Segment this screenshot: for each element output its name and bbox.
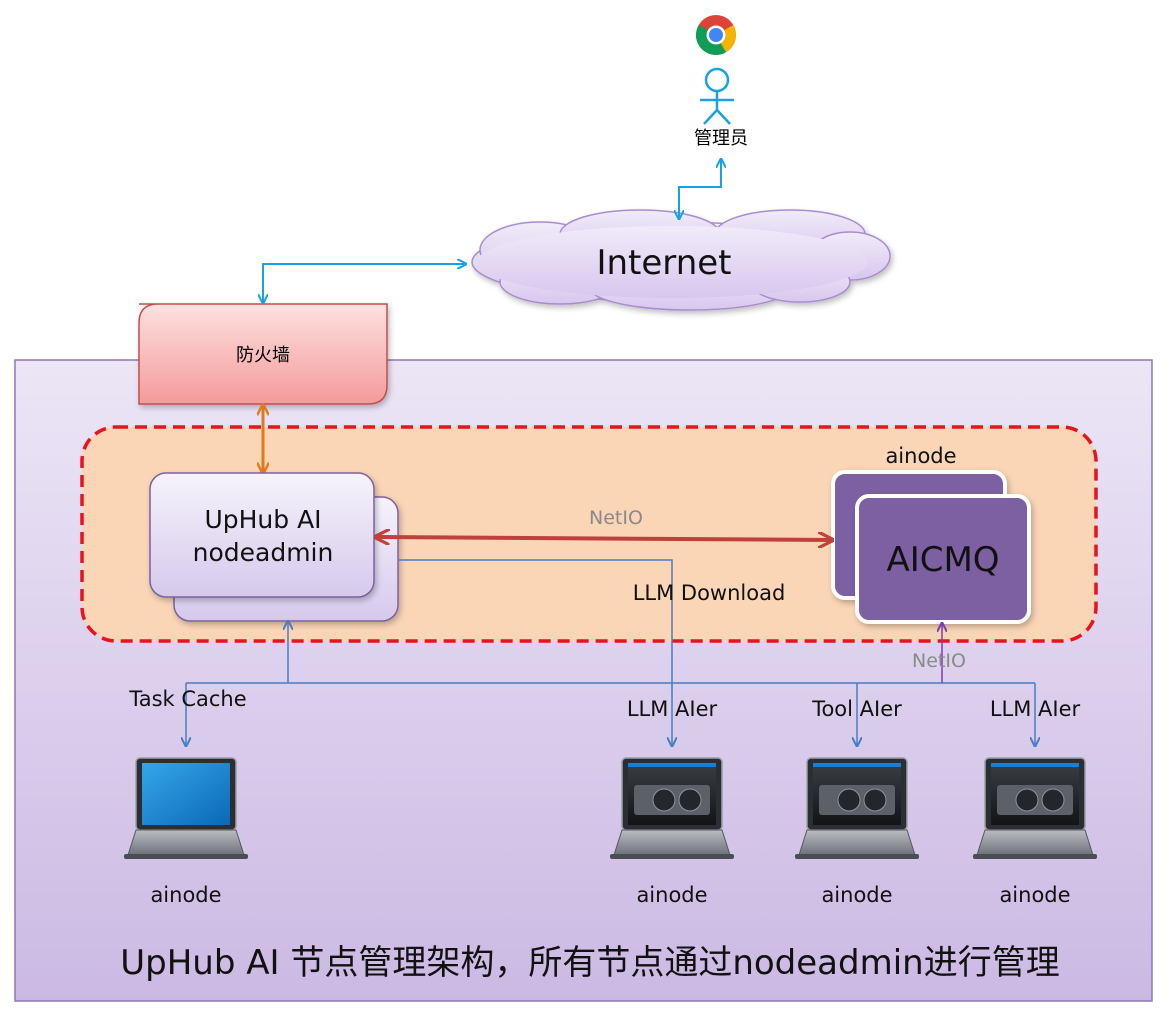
gpu-fan (652, 788, 676, 812)
link-netio-aicmq (377, 537, 831, 540)
firewall-label: 防火墙 (236, 345, 290, 366)
laptop-base (610, 854, 734, 859)
node-label: ainode (999, 883, 1070, 907)
node-role-label: Tool AIer (811, 697, 902, 721)
laptop-keyboard-deck (976, 829, 1094, 856)
node-label: ainode (821, 883, 892, 907)
screen-edge (628, 763, 716, 767)
gpu-fan (837, 788, 861, 812)
ainode-laptop-1: ainode (124, 757, 248, 907)
laptop-keyboard-deck (613, 829, 731, 856)
task-cache-label: Task Cache (128, 687, 246, 711)
internet-label: Internet (596, 243, 731, 283)
laptop-keyboard-deck (798, 829, 916, 856)
nodeadmin-label-line1: UpHub AI (204, 505, 321, 534)
aicmq-ainode-label: ainode (885, 444, 956, 468)
link-firewall-internet (263, 264, 465, 302)
gpu-fan (1041, 788, 1065, 812)
laptop-base (795, 854, 919, 859)
netio-bottom-label: NetIO (912, 650, 966, 672)
link-internet-admin (679, 160, 721, 218)
gpu-fan (863, 788, 887, 812)
node-role-label: LLM AIer (627, 697, 718, 721)
chrome-icon (696, 15, 736, 55)
node-label: ainode (150, 883, 221, 907)
nodeadmin-label-line2: nodeadmin (193, 538, 334, 567)
netio-top-label: NetIO (589, 507, 643, 529)
gpu-fan (678, 788, 702, 812)
aicmq-label: AICMQ (886, 540, 999, 580)
screen-edge (813, 763, 901, 767)
node-label: ainode (636, 883, 707, 907)
firewall-box (138, 303, 388, 405)
screen-edge (991, 763, 1079, 767)
laptop-screen (142, 763, 230, 825)
gpu-fan (1015, 788, 1039, 812)
laptop-base (973, 854, 1097, 859)
nodeadmin-box (149, 472, 375, 598)
diagram-caption: UpHub AI 节点管理架构，所有节点通过nodeadmin进行管理 (120, 943, 1059, 983)
admin-user-icon (700, 67, 734, 125)
internet-cloud (471, 209, 891, 311)
node-role-label: LLM AIer (990, 697, 1081, 721)
laptop-base (124, 854, 248, 859)
ainode-laptop-3: Tool AIer ainode (795, 697, 919, 907)
admin-label: 管理员 (694, 128, 748, 149)
laptop-keyboard-deck (127, 829, 245, 856)
llm-download-label: LLM Download (633, 581, 786, 605)
ainode-laptop-4: LLM AIer ainode (973, 697, 1097, 907)
ainode-laptop-2: LLM AIer ainode (610, 697, 734, 907)
